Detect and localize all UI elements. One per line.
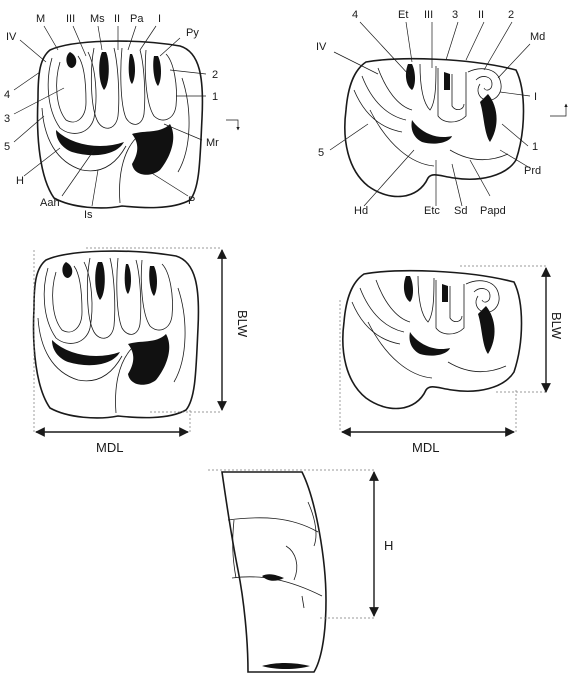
label-III: III [424,9,433,21]
upper-molar-measured: BLW MDL [34,248,250,455]
label-Etc: Etc [424,205,440,217]
label-Is: Is [84,209,93,221]
label-Mr: Mr [206,137,219,149]
label-2: 2 [508,9,514,21]
label-3: 3 [4,113,10,125]
lower-molar-labeled: 4 Et III 3 II 2 IV Md I 5 1 Prd Hd Etc S… [316,9,566,217]
label-Hd: Hd [354,205,368,217]
lower-molar-measured: BLW MDL [340,266,564,455]
label-IV: IV [6,31,17,43]
label-Sd: Sd [454,205,467,217]
label-M: M [36,13,45,25]
label-I: I [534,91,537,103]
label-Papd: Papd [480,205,506,217]
label-3: 3 [452,9,458,21]
height-label: H [384,538,393,553]
label-II: II [114,13,120,25]
label-Aah: Aah [40,197,60,209]
label-2: 2 [212,69,218,81]
blw-label: BLW [235,310,250,338]
label-Pa: Pa [130,13,144,25]
label-Ms: Ms [90,13,105,25]
label-1: 1 [532,141,538,153]
blw-label: BLW [549,312,564,340]
upper-molar-labeled: IV M III Ms II Pa I Py 4 2 3 1 5 Mr H Aa… [4,13,238,221]
mdl-label: MDL [412,440,439,455]
label-I: I [158,13,161,25]
label-1: 1 [212,91,218,103]
mdl-label: MDL [96,440,123,455]
label-Md: Md [530,31,545,43]
label-P: P [188,195,195,207]
label-H: H [16,175,24,187]
label-Et: Et [398,9,408,21]
crown-lateral-view: H [208,470,393,672]
label-Prd: Prd [524,165,541,177]
label-4: 4 [4,89,10,101]
label-4: 4 [352,9,358,21]
label-5: 5 [4,141,10,153]
label-III: III [66,13,75,25]
label-II: II [478,9,484,21]
label-Py: Py [186,27,199,39]
label-5: 5 [318,147,324,159]
label-IV: IV [316,41,327,53]
